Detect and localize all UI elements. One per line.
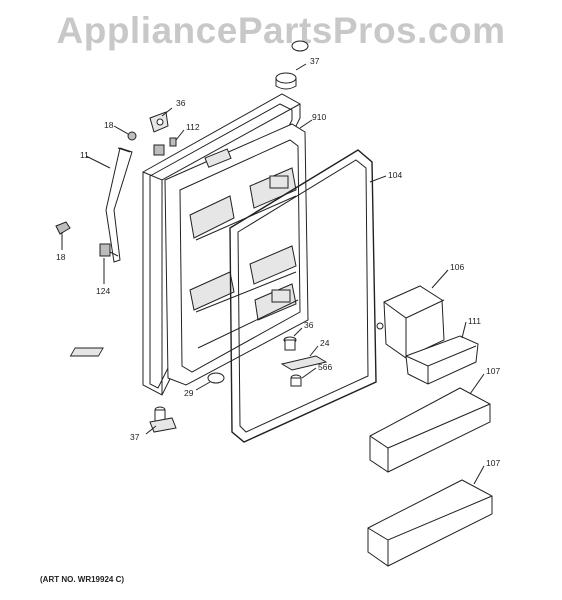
- callout-36-middle: 36: [304, 320, 314, 330]
- callout-18-top: 18: [104, 120, 114, 130]
- handle-bracket-124: [99, 243, 119, 257]
- leader-lines: [61, 63, 485, 485]
- callout-104: 104: [388, 170, 402, 180]
- callout-112: 112: [186, 122, 200, 132]
- callout-37-top: 37: [310, 56, 320, 66]
- callout-107-upper: 107: [486, 366, 500, 376]
- large-door-bin-upper: [369, 387, 491, 473]
- watermark-logo: AppliancePartsPros.com: [56, 10, 506, 51]
- callout-29: 29: [184, 388, 194, 398]
- art-number: (ART NO. WR19924 C): [40, 575, 125, 584]
- door-gasket: [229, 149, 377, 443]
- callout-11: 11: [80, 150, 89, 160]
- door-stop-29: [207, 372, 225, 384]
- hinge-cap-top: [275, 40, 309, 90]
- callout-566: 566: [318, 362, 332, 372]
- callout-37-bottom: 37: [130, 432, 140, 442]
- callout-124: 124: [96, 286, 110, 296]
- callout-labels: 11 18 18 124 36 112 37 910 104 36 24 566…: [56, 56, 500, 468]
- hinge-pin-36: [69, 336, 297, 357]
- bottom-hinge-37: [149, 406, 177, 433]
- hinge-plate-24: [280, 355, 328, 371]
- screw-18-side: [55, 221, 71, 235]
- callout-111: 111: [468, 316, 481, 326]
- door-handle: [105, 147, 133, 263]
- callout-24: 24: [320, 338, 330, 348]
- callout-18-side: 18: [56, 252, 66, 262]
- large-door-bin-lower: [367, 479, 493, 567]
- callout-107-lower: 107: [486, 458, 500, 468]
- callout-910: 910: [312, 112, 326, 122]
- callout-36-top: 36: [176, 98, 186, 108]
- hinge-566: [290, 374, 302, 387]
- screw-18-top: [127, 131, 137, 141]
- hinge-screw-112: [169, 137, 177, 147]
- dairy-compartment: [376, 285, 445, 359]
- door-liner: [164, 123, 309, 386]
- callout-106: 106: [450, 262, 464, 272]
- small-door-bin: [405, 335, 479, 385]
- top-hinge: [149, 111, 169, 156]
